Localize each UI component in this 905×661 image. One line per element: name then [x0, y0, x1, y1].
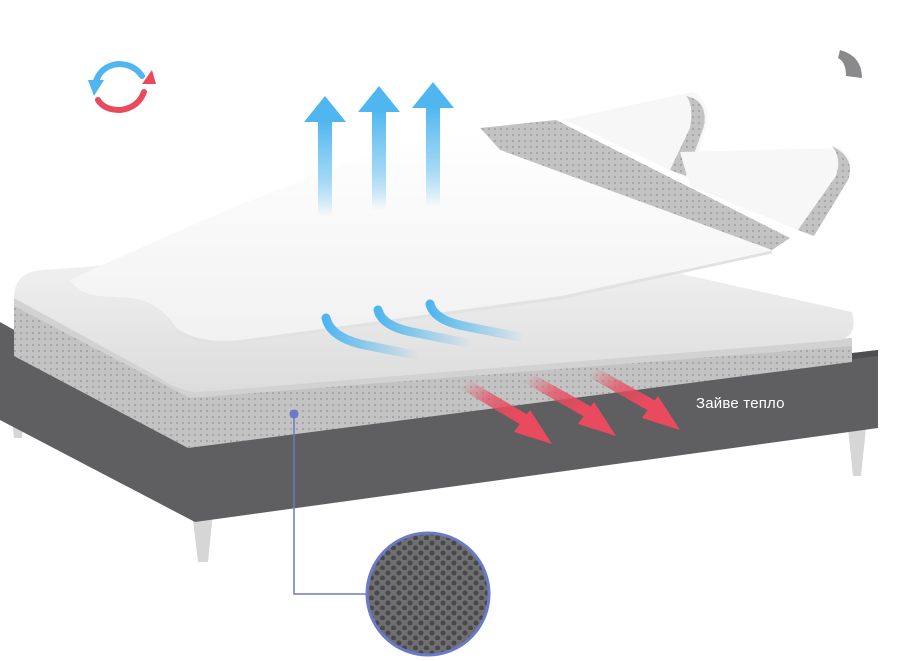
arrow-up-icon — [304, 96, 346, 216]
refresh-cycle-icon — [88, 60, 156, 114]
leg-front-right — [848, 428, 866, 476]
arrow-down-right-icon — [586, 366, 680, 430]
airflow-icon — [425, 299, 529, 343]
mesh-texture-icon — [365, 531, 491, 657]
callout-line — [293, 414, 367, 595]
leg-front-left — [192, 512, 213, 562]
arrow-down-right-icon — [458, 378, 552, 444]
pillows — [562, 50, 862, 236]
pillow-back — [562, 92, 708, 180]
heat-out-arrows — [458, 366, 680, 444]
airflow-icon — [321, 313, 425, 361]
pillow-top-corner — [838, 50, 862, 78]
cool-air-up-arrows — [304, 82, 454, 216]
cool-air-flow-lines — [321, 299, 529, 361]
lifted-sheet — [70, 120, 790, 345]
airflow-icon — [373, 305, 477, 349]
arrow-up-icon — [412, 82, 454, 206]
arrow-up-icon — [358, 86, 400, 210]
fabric-callout — [289, 409, 491, 657]
arrow-down-right-icon — [522, 372, 616, 436]
sheet-cover — [70, 130, 772, 341]
heat-label: Зайве тепло — [696, 395, 785, 412]
pillow-front — [680, 148, 851, 236]
